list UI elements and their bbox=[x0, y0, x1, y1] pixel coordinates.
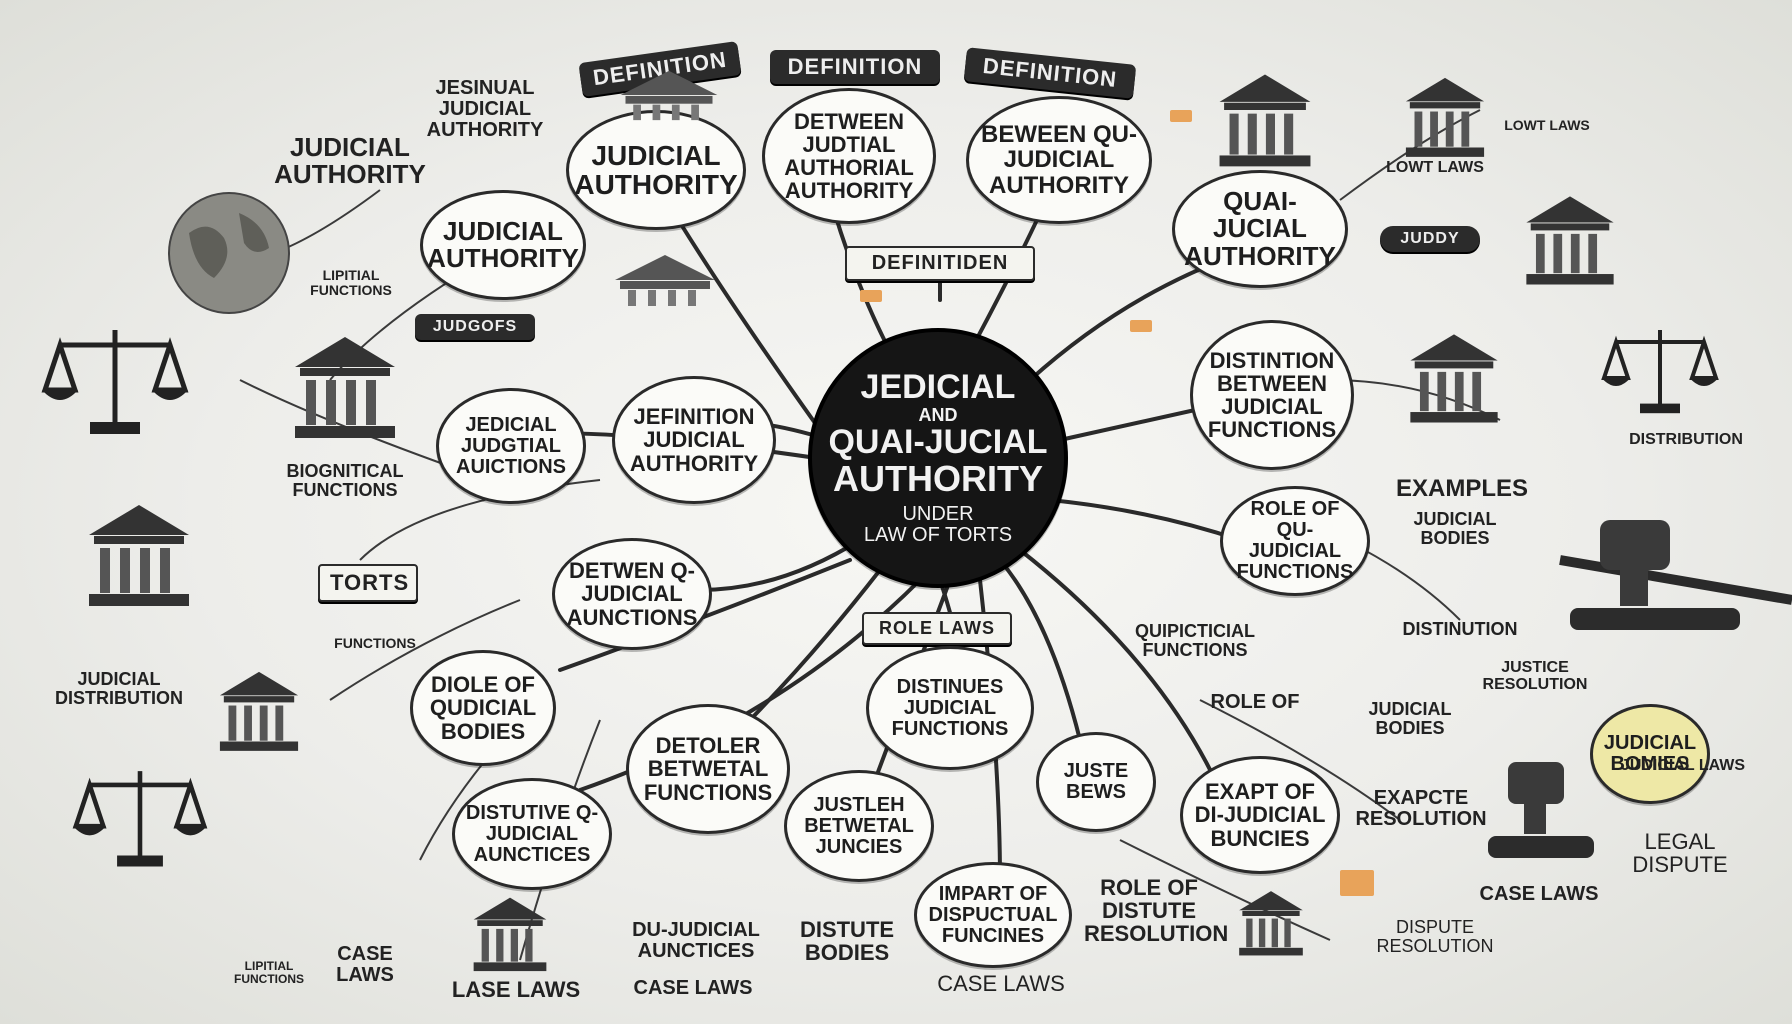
node-justice-between[interactable]: JUSTLEH BETWETAL JUNCIES bbox=[784, 770, 934, 882]
center-line-1: JEDICIAL bbox=[860, 367, 1016, 406]
label-residual-judicial: JESINUAL JUDICIAL AUTHORITY bbox=[426, 77, 544, 141]
label-dispute-bodies: DISTUTE BODIES bbox=[799, 917, 895, 966]
label-lowt-laws-2: LOWT LAWS bbox=[1504, 117, 1590, 133]
banner-court: JUDDY bbox=[1380, 226, 1480, 252]
label-judicial-authority: JUDICIAL AUTHORITY bbox=[274, 132, 426, 190]
label-case-laws-3: CASE LAWS bbox=[633, 977, 753, 999]
courthouse-icon bbox=[473, 897, 547, 972]
label-justice-resolution: JUSTICE RESOLUTION bbox=[1482, 659, 1588, 693]
courthouse-icon bbox=[1219, 74, 1311, 167]
center-line-5: UNDER bbox=[902, 503, 974, 526]
label-functions: FUNCTIONS bbox=[334, 635, 416, 651]
label-role-of: ROLE OF bbox=[1210, 691, 1300, 713]
courthouse-icon bbox=[219, 671, 299, 751]
node-example-quasi-bodies[interactable]: EXAPT OF DI-JUDICIAL BUNCIES bbox=[1180, 756, 1340, 874]
courthouse-icon bbox=[615, 255, 715, 306]
label-case-laws-4: CASE LAWS bbox=[937, 971, 1065, 996]
globe-icon bbox=[168, 192, 290, 314]
gavel-icon bbox=[1570, 520, 1740, 630]
decorative-tag bbox=[1340, 870, 1374, 896]
label-case-laws-5: CASE LAWS bbox=[1479, 883, 1599, 905]
banner-definition-center: DEFINITIDEN bbox=[845, 246, 1035, 281]
node-justice-bews[interactable]: JUSTE BEWS bbox=[1036, 732, 1156, 832]
label-case-laws-1: CASE LAWS bbox=[336, 943, 394, 986]
node-distinguishes-functions[interactable]: DISTINUES JUDICIAL FUNCTIONS bbox=[866, 646, 1034, 770]
center-line-3: QUAI-JUCIAL bbox=[828, 422, 1048, 461]
node-role-between-functions[interactable]: DETOLER BETWETAL FUNCTIONS bbox=[626, 704, 790, 834]
label-example-resolution: EXAPCTE RESOLUTION bbox=[1355, 787, 1487, 830]
node-distinction-judicial-functions[interactable]: DISTINTION BETWEEN JUDICIAL FUNCTIONS bbox=[1190, 320, 1354, 470]
label-lowt-laws: LOWT LAWS bbox=[1386, 159, 1484, 176]
label-distinction: DISTINUTION bbox=[1402, 619, 1518, 639]
node-between-quasi-functions[interactable]: DETWEN Q-JUDICIAL AUNCTIONS bbox=[552, 538, 712, 650]
banner-definition-mid: DEFINITION bbox=[770, 50, 940, 84]
node-judicial-authority-left[interactable]: JUDICIAL AUTHORITY bbox=[420, 190, 586, 300]
scales-icon bbox=[1601, 330, 1719, 414]
courthouse-icon bbox=[1239, 891, 1303, 956]
label-legal-dispute: LEGAL DISPUTE bbox=[1632, 829, 1728, 878]
node-quasi-judicial-authority[interactable]: QUAI-JUCIAL AUTHORITY bbox=[1172, 170, 1348, 288]
banner-torts: TORTS bbox=[318, 564, 418, 602]
scales-icon bbox=[41, 330, 189, 434]
central-topic[interactable]: JEDICIAL AND QUAI-JUCIAL AUTHORITY UNDER… bbox=[808, 328, 1068, 588]
gavel-icon bbox=[1488, 762, 1594, 858]
node-definition-judicial-authority[interactable]: JEFINITION JUDICIAL AUTHORITY bbox=[612, 376, 776, 504]
scales-icon bbox=[72, 771, 208, 867]
courthouse-icon bbox=[295, 337, 395, 438]
label-judicial-laws: JUDICIAL LAWS bbox=[1620, 757, 1746, 774]
decorative-tag bbox=[1170, 110, 1192, 122]
label-quasi-functions: QUIPICTICIAL FUNCTIONS bbox=[1135, 621, 1255, 660]
courthouse-icon bbox=[1410, 334, 1498, 423]
label-initial-functions-2: LIPITIAL FUNCTIONS bbox=[234, 959, 304, 986]
label-dispute-resolution: DISPUTE RESOLUTION bbox=[1376, 917, 1494, 956]
label-judicial-distribution: JUDICIAL DISTRIBUTION bbox=[55, 669, 183, 708]
node-impact-dispute-functions[interactable]: IMPART OF DISPUCTUAL FUNCINES bbox=[914, 862, 1072, 968]
label-initial-functions: LIPITIAL FUNCTIONS bbox=[310, 267, 392, 298]
label-distribution-right: DISTRIBUTION bbox=[1629, 431, 1743, 448]
courthouse-icon bbox=[620, 70, 718, 121]
center-line-4: AUTHORITY bbox=[833, 458, 1043, 500]
label-role-dispute-resolution: ROLE OF DISTUTE RESOLUTION bbox=[1084, 875, 1229, 947]
node-between-judicial-authority[interactable]: DETWEEN JUDTIAL AUTHORIAL AUTHORITY bbox=[762, 88, 936, 224]
label-biographical-functions: BIOGNITICAL FUNCTIONS bbox=[286, 461, 404, 500]
banner-role-laws: ROLE LAWS bbox=[862, 612, 1012, 645]
label-case-laws-2: LASE LAWS bbox=[451, 977, 581, 1002]
center-line-2: AND bbox=[918, 404, 958, 425]
node-judicial-bodies-right[interactable]: JUDICIAL BOMIES bbox=[1590, 704, 1710, 804]
decorative-tag bbox=[860, 290, 882, 302]
center-line-6: LAW OF TORTS bbox=[863, 524, 1013, 547]
label-judicial-bodies-top: JUDICIAL BODIES bbox=[1413, 509, 1497, 548]
node-between-quasi-judicial[interactable]: BEWEEN QU-JUDICIAL AUTHORITY bbox=[966, 96, 1152, 224]
node-judicial-functions[interactable]: JEDICIAL JUDGTIAL AUICTIONS bbox=[436, 388, 586, 504]
node-role-judicial-bodies[interactable]: DIOLE OF QUDICIAL BODIES bbox=[410, 650, 556, 766]
node-role-quasi-judicial-functions[interactable]: ROLE OF QU-JUDICIAL FUNCTIONS bbox=[1220, 486, 1370, 596]
label-quasi-judicial-auctices: DU-JUDICIAL AUNCTICES bbox=[632, 919, 760, 962]
courthouse-icon bbox=[89, 505, 189, 606]
courthouse-icon bbox=[1526, 196, 1614, 285]
node-distinctive-quasi-judicial[interactable]: DISTUTIVE Q-JUDICIAL AUNCTICES bbox=[452, 778, 612, 890]
courthouse-icon bbox=[1405, 77, 1485, 157]
label-judicial-bodies-mid: JUDICIAL BODIES bbox=[1368, 699, 1452, 738]
banner-records: JUDGOFS bbox=[415, 314, 535, 340]
decorative-tag bbox=[1130, 320, 1152, 332]
node-judicial-authority-top[interactable]: JUDICIAL AUTHORITY bbox=[566, 110, 746, 230]
label-examples: EXAMPLES bbox=[1395, 475, 1529, 502]
